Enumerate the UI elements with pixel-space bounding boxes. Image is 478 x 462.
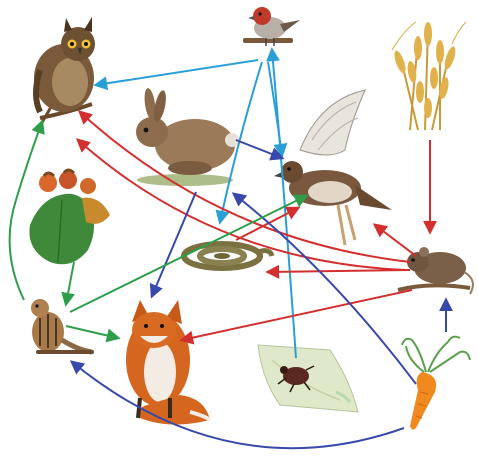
carrot-icon <box>402 337 470 430</box>
owl-icon <box>34 17 95 128</box>
arrow-rabbit-to-hawk <box>236 140 282 158</box>
arrow-chipmunk-to-fox <box>66 326 118 338</box>
arrow-chipmunk-to-owl <box>10 122 42 300</box>
wheat-icon <box>392 22 466 130</box>
fox-icon <box>126 300 210 425</box>
arrow-mouse-to-hawk <box>375 225 416 256</box>
chipmunk-icon <box>31 299 94 354</box>
hawk-icon <box>274 90 392 245</box>
arrow-finch-to-owl <box>96 60 258 85</box>
arrow-mouse-to-fox <box>182 290 412 340</box>
oak-leaves-icon <box>29 170 110 264</box>
finch-icon <box>243 7 300 46</box>
snake-icon <box>184 244 272 268</box>
rabbit-icon <box>136 87 239 186</box>
arrow-oak-to-chipmunk <box>66 262 74 304</box>
arrow-beetle-to-finch <box>272 50 296 358</box>
beetle-icon <box>258 345 358 412</box>
feeding-links-cyan <box>96 50 296 358</box>
